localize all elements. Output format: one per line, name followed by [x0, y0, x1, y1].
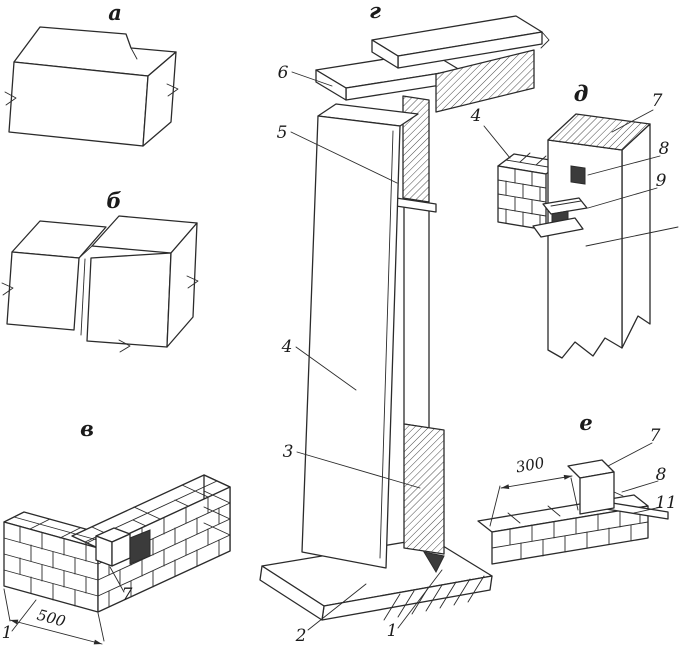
panel-e-callout-11: 11	[655, 493, 677, 513]
panel-d-callout-7: 7	[652, 91, 663, 111]
column-section-lower	[403, 423, 445, 555]
panel-e-label: е	[579, 410, 592, 435]
brick-corner-drawing	[3, 474, 231, 645]
panel-d-label: д	[574, 81, 589, 106]
panel-g-callout-3: 3	[283, 442, 294, 462]
panel-a-label: а	[108, 0, 122, 25]
panel-v-callout-7: 7	[122, 585, 133, 605]
leader-lines	[483, 109, 679, 247]
column-and-panel-assembly-drawing	[259, 15, 550, 631]
panel-g-callout-1: 1	[387, 621, 398, 641]
panel-b: б	[1, 188, 199, 353]
break-mark-icon	[166, 83, 179, 97]
panel-v-callout-1: 1	[2, 623, 13, 643]
column-shaft	[403, 205, 430, 429]
break-mark-icon	[540, 31, 550, 49]
dimension-line	[3, 588, 105, 645]
break-mark-icon	[186, 275, 199, 289]
leader-lines	[11, 566, 125, 632]
break-mark-icon	[1, 282, 14, 296]
dimension-line	[489, 475, 579, 527]
column-top-section	[547, 113, 651, 151]
panel-g-callout-5: 5	[277, 123, 288, 143]
panel-g: г	[259, 0, 550, 646]
panel-d: д 4 7 8 9	[470, 81, 679, 359]
slab-cut-section	[435, 49, 535, 113]
panel-a: а	[4, 0, 179, 147]
column-section-upper	[402, 95, 430, 203]
base-joint	[422, 551, 445, 574]
two-blocks-joint-drawing	[1, 215, 199, 353]
panel-v-dimension-500: 500	[35, 606, 68, 631]
column-head-detail-drawing	[483, 109, 679, 359]
panel-g-callout-6: 6	[278, 63, 289, 83]
panel-e: е 7 8 11 300	[477, 410, 677, 565]
panel-e-callout-8: 8	[656, 465, 667, 485]
panel-g-callout-2: 2	[295, 626, 307, 646]
panel-d-callout-9: 9	[656, 171, 667, 191]
leader-lines	[607, 442, 662, 514]
panel-e-callout-7: 7	[650, 426, 661, 446]
panel-g-label: г	[369, 0, 381, 23]
panel-v-label: в	[80, 416, 94, 441]
wall-block-drawing	[4, 26, 179, 147]
panel-v: в	[2, 416, 231, 645]
soil-hatch	[383, 575, 485, 621]
panel-g-callout-4: 4	[281, 337, 293, 357]
break-mark-icon	[4, 91, 17, 106]
panel-b-label: б	[106, 188, 121, 213]
column-front	[547, 139, 623, 359]
wall-panel-face	[301, 115, 401, 569]
leader-lines	[290, 71, 443, 631]
panel-d-callout-8: 8	[659, 139, 670, 159]
wall-base-detail-drawing	[477, 442, 669, 565]
break-mark-icon	[118, 339, 131, 353]
panel-e-dimension-300: 300	[514, 454, 546, 477]
embedded-plate	[570, 165, 586, 185]
panel-d-callout-4: 4	[470, 106, 482, 126]
